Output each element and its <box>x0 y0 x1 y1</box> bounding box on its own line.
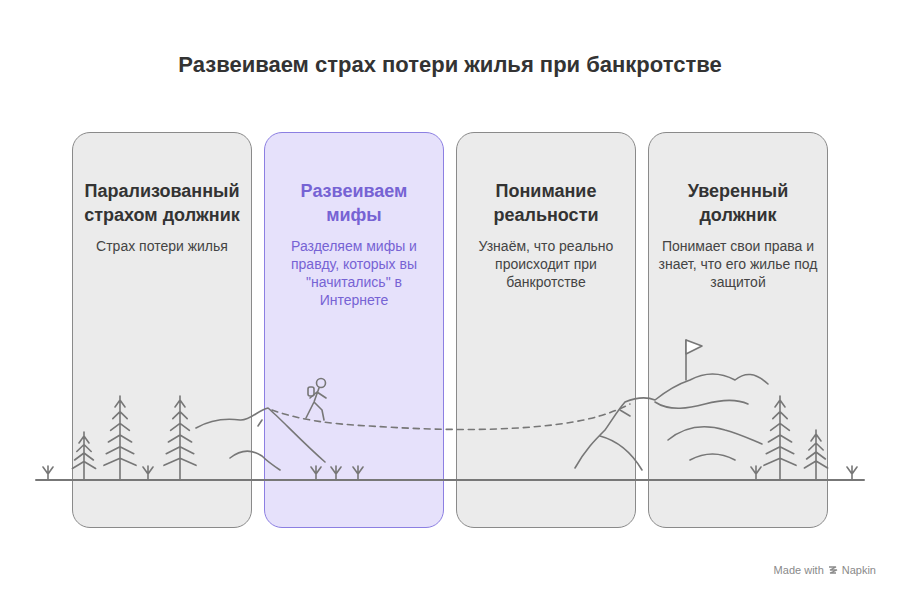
stage-heading: Парализованный страхом должник <box>81 179 243 227</box>
stage-heading: Уверенный должник <box>657 179 819 227</box>
stage-panel: Понимание реальностиУзнаём, что реально … <box>456 132 636 528</box>
brand-name: Napkin <box>842 564 876 576</box>
watermark: Made with Napkin <box>774 564 876 576</box>
stage-description: Понимает свои права и знает, что его жил… <box>657 237 819 291</box>
watermark-text: Made with <box>774 564 824 576</box>
stage-panel: Парализованный страхом должникСтрах поте… <box>72 132 252 528</box>
diagram-title: Развеиваем страх потери жилья при банкро… <box>0 52 900 78</box>
stage-heading: Развеиваем мифы <box>273 179 435 227</box>
napkin-logo <box>828 565 838 575</box>
stage-description: Узнаём, что реально происходит при банкр… <box>465 237 627 291</box>
stage-description: Страх потери жилья <box>81 237 243 255</box>
stage-heading: Понимание реальности <box>465 179 627 227</box>
stage-panel: Уверенный должникПонимает свои права и з… <box>648 132 828 528</box>
stage-description: Разделяем мифы и правду, которых вы "нач… <box>273 237 435 309</box>
